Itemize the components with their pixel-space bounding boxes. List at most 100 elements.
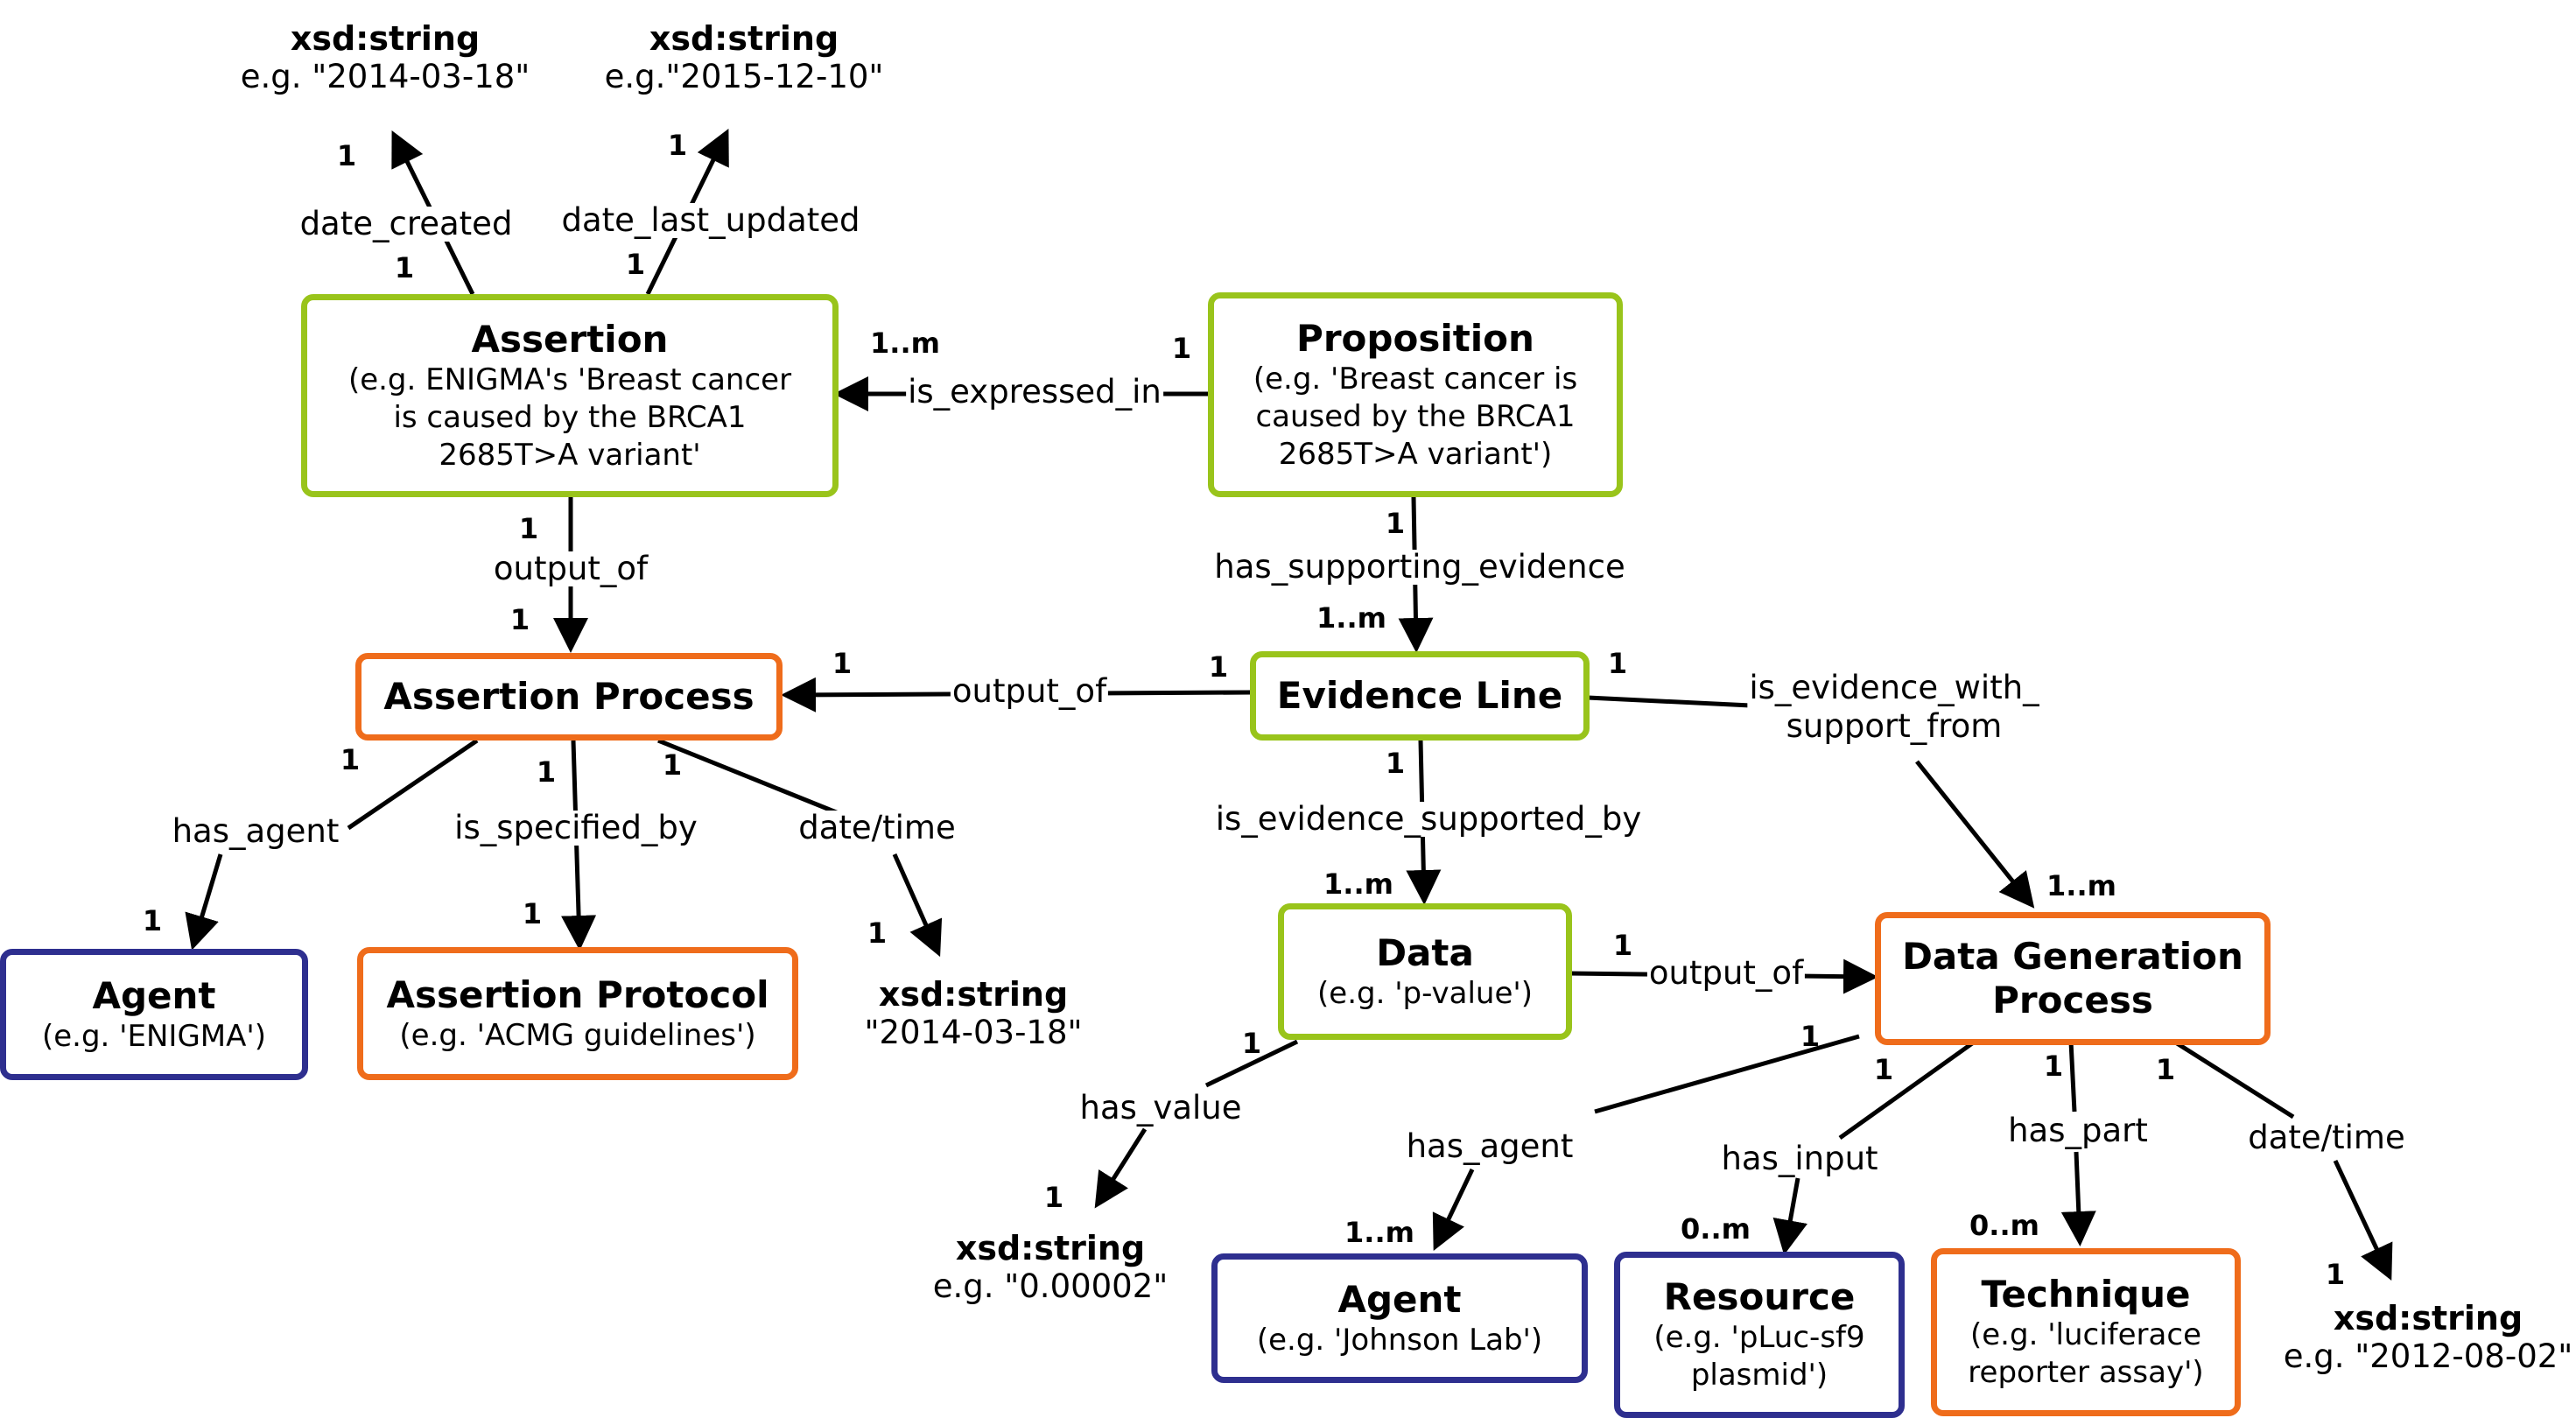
label-ap-is-specified-by: is_specified_by <box>453 809 699 846</box>
cardinality-has-input-source: 1 <box>2043 1049 2064 1083</box>
label-ap-datetime: date/time <box>797 809 958 846</box>
cardinality-ap-is-specified-by-source: 1 <box>536 755 557 789</box>
cardinality-dgp-datetime-source: 1 <box>2325 1258 2346 1291</box>
assertion-protocol-example: (e.g. 'ACMG guidelines') <box>399 1017 756 1053</box>
cardinality-is-expressed-in-target: 1..m <box>870 326 940 360</box>
label-date-last-updated: date_last_updated <box>559 201 862 239</box>
evidence-line-node: Evidence Line <box>1250 651 1590 741</box>
edge-is-evidence-with-support-from-2 <box>1915 760 2035 909</box>
label-assertion-output-of: output_of <box>491 550 650 587</box>
literal-assertion-datetime-type: xsd:string <box>878 975 1069 1014</box>
cardinality-has-supporting-evidence-target: 1..m <box>1316 601 1386 635</box>
literal-date-created: xsd:string e.g. "2014-03-18" <box>241 19 530 96</box>
literal-dgp-datetime: xsd:string e.g. "2012-08-02" <box>2284 1299 2573 1376</box>
edge-ap-has-agent <box>347 738 479 831</box>
cardinality-ap-datetime-target: 1 <box>867 916 888 950</box>
literal-dgp-datetime-value: e.g. "2012-08-02" <box>2283 1337 2573 1375</box>
cardinality-date-last-updated-source: 1 <box>625 248 646 281</box>
cardinality-date-last-updated-target: 1 <box>667 129 688 162</box>
edge-has-input <box>1838 1039 1976 1141</box>
cardinality-has-part-source: 1 <box>2155 1053 2176 1086</box>
cardinality-has-supporting-evidence-source: 1 <box>1385 507 1406 540</box>
edge-dgp-has-agent <box>1594 1034 1860 1114</box>
technique-node: Technique (e.g. 'luciferace reporter ass… <box>1931 1248 2241 1416</box>
cardinality-has-part-target: 0..m <box>1969 1209 2039 1242</box>
technique-title: Technique <box>1981 1273 2191 1316</box>
cardinality-evidence-with-support-source: 1 <box>1607 647 1628 680</box>
edge-has-part-2 <box>2060 1151 2096 1246</box>
cardinality-ap-has-agent-target: 1 <box>142 904 163 937</box>
proposition-title: Proposition <box>1296 316 1534 360</box>
assertion-title: Assertion <box>471 317 669 361</box>
literal-data-value: xsd:string e.g. "0.00002" <box>933 1229 1169 1306</box>
cardinality-date-created-source: 1 <box>394 251 415 284</box>
label-dgp-datetime: date/time <box>2246 1119 2407 1156</box>
evidence-line-title: Evidence Line <box>1276 674 1563 717</box>
data-title: Data <box>1376 930 1474 974</box>
proposition-example: (e.g. 'Breast cancer is caused by the BR… <box>1253 361 1578 472</box>
agent-enigma-node: Agent (e.g. 'ENIGMA') <box>0 949 308 1080</box>
cardinality-evidence-with-support-target: 1..m <box>2046 869 2116 902</box>
cardinality-data-output-of-target: 1 <box>1800 1020 1821 1053</box>
resource-title: Resource <box>1663 1275 1856 1318</box>
agent-enigma-example: (e.g. 'ENIGMA') <box>41 1018 267 1054</box>
label-is-evidence-with-support-from: is_evidence_with_ support_from <box>1747 669 2041 746</box>
agent-lab-node: Agent (e.g. 'Johnson Lab') <box>1211 1253 1588 1383</box>
label-is-evidence-supported-by: is_evidence_supported_by <box>1213 800 1644 838</box>
assertion-process-title: Assertion Process <box>383 675 755 718</box>
cardinality-ap-is-specified-by-target: 1 <box>522 897 543 930</box>
cardinality-is-evidence-supported-by-target: 1..m <box>1323 867 1393 901</box>
literal-date-created-type: xsd:string <box>290 19 481 58</box>
cardinality-is-evidence-supported-by-source: 1 <box>1385 747 1406 780</box>
literal-assertion-datetime: xsd:string "2014-03-18" <box>864 975 1082 1052</box>
label-data-output-of: output_of <box>1646 954 1806 992</box>
label-has-supporting-evidence: has_supporting_evidence <box>1212 548 1627 586</box>
literal-date-last-updated-type: xsd:string <box>649 19 839 58</box>
cardinality-dgp-has-agent-target: 1..m <box>1344 1216 1414 1249</box>
data-node: Data (e.g. 'p-value') <box>1278 903 1572 1040</box>
edge-has-value <box>1204 1039 1299 1088</box>
assertion-protocol-title: Assertion Protocol <box>386 972 769 1016</box>
agent-enigma-title: Agent <box>92 973 216 1017</box>
label-has-part: has_part <box>2006 1112 2150 1149</box>
agent-lab-title: Agent <box>1337 1277 1462 1321</box>
edge-dgp-datetime <box>2172 1039 2295 1120</box>
label-has-input: has_input <box>1719 1140 1880 1177</box>
cardinality-is-expressed-in-source: 1 <box>1171 332 1192 365</box>
cardinality-ap-has-agent-source: 1 <box>340 743 361 776</box>
data-generation-process-title: Data Generation Process <box>1902 935 2243 1021</box>
assertion-protocol-node: Assertion Protocol (e.g. 'ACMG guideline… <box>357 947 798 1080</box>
resource-node: Resource (e.g. 'pLuc-sf9 plasmid') <box>1614 1252 1905 1418</box>
cardinality-has-input-target: 0..m <box>1681 1212 1751 1246</box>
label-is-expressed-in: is_expressed_in <box>906 373 1163 411</box>
assertion-process-node: Assertion Process <box>355 653 783 741</box>
cardinality-evidence-output-of-source: 1 <box>1208 650 1229 684</box>
label-dgp-has-agent: has_agent <box>1404 1127 1576 1165</box>
technique-example: (e.g. 'luciferace reporter assay') <box>1968 1317 2204 1390</box>
assertion-node: Assertion (e.g. ENIGMA's 'Breast cancer … <box>301 294 839 497</box>
literal-date-created-value: e.g. "2014-03-18" <box>240 58 530 95</box>
edge-dgp-datetime-2 <box>2333 1159 2393 1281</box>
literal-data-value-value: e.g. "0.00002" <box>932 1267 1169 1305</box>
cardinality-assertion-output-of-source: 1 <box>518 512 539 545</box>
agent-lab-example: (e.g. 'Johnson Lab') <box>1256 1322 1543 1358</box>
literal-dgp-datetime-type: xsd:string <box>2333 1299 2523 1337</box>
data-generation-process-node: Data Generation Process <box>1875 912 2271 1045</box>
cardinality-has-value-source: 1 <box>1241 1027 1262 1060</box>
proposition-node: Proposition (e.g. 'Breast cancer is caus… <box>1208 292 1623 497</box>
cardinality-has-value-target: 1 <box>1043 1181 1064 1214</box>
cardinality-evidence-output-of-target: 1 <box>832 647 853 680</box>
data-example: (e.g. 'p-value') <box>1317 975 1533 1011</box>
edge-has-value-2 <box>1094 1127 1148 1209</box>
literal-data-value-type: xsd:string <box>955 1229 1146 1267</box>
cardinality-ap-datetime-source: 1 <box>662 748 683 782</box>
label-has-value: has_value <box>1077 1089 1244 1127</box>
cardinality-dgp-has-agent-source: 1 <box>1873 1053 1894 1086</box>
edge-has-input-2 <box>1772 1177 1807 1255</box>
assertion-example: (e.g. ENIGMA's 'Breast cancer is caused … <box>347 362 792 473</box>
resource-example: (e.g. 'pLuc-sf9 plasmid') <box>1653 1320 1865 1393</box>
cardinality-data-output-of-source: 1 <box>1612 929 1633 962</box>
literal-date-last-updated: xsd:string e.g."2015-12-10" <box>605 19 884 96</box>
cardinality-assertion-output-of-target: 1 <box>509 603 530 636</box>
